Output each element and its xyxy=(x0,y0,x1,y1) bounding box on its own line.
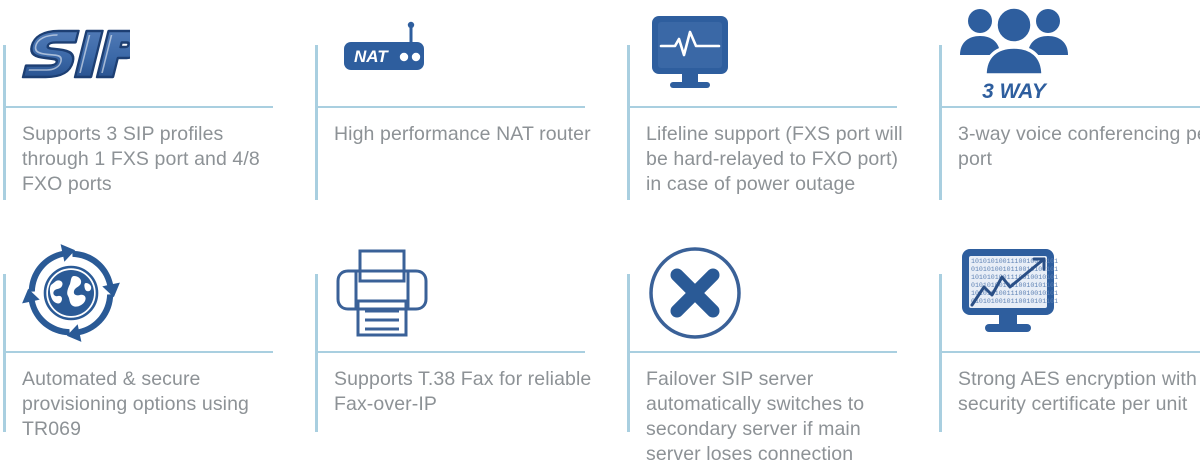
nat-router-icon: NAT xyxy=(344,21,424,70)
svg-text:NAT: NAT xyxy=(354,47,389,66)
accent-bar xyxy=(939,274,942,432)
svg-text:0101010010110010101101: 0101010010110010101101 xyxy=(971,282,1058,289)
feature-cell-fax-support: Supports T.38 Fax for reliable Fax-over-… xyxy=(312,234,624,469)
icon-area: 3 WAY xyxy=(954,0,1200,106)
lifeline-monitor-icon xyxy=(652,16,728,88)
feature-caption: Lifeline support (FXS port will be hard-… xyxy=(646,123,903,195)
icon-area xyxy=(18,0,288,106)
accent-bar xyxy=(627,45,630,200)
accent-bar xyxy=(3,45,6,200)
svg-text:1010101001110010010101: 1010101001110010010101 xyxy=(971,258,1058,265)
icon-area xyxy=(18,234,288,351)
svg-text:0101010010110010101101: 0101010010110010101101 xyxy=(971,298,1058,305)
feature-caption: Strong AES encryption with security cert… xyxy=(958,368,1197,415)
feature-caption: Failover SIP server automatically switch… xyxy=(646,368,865,465)
three-people-icon: 3 WAY xyxy=(960,5,1068,103)
binary-chart-monitor-icon: 1010101001110010010101 01010100101100101… xyxy=(962,248,1058,332)
svg-text:3 WAY: 3 WAY xyxy=(982,80,1048,103)
divider-line xyxy=(939,106,1200,108)
accent-bar xyxy=(3,274,6,432)
feature-cell-aes-encryption: 1010101001110010010101 01010100101100101… xyxy=(936,234,1200,469)
icon-area xyxy=(642,0,912,106)
divider-line xyxy=(3,351,273,353)
feature-caption: Supports T.38 Fax for reliable Fax-over-… xyxy=(334,368,592,415)
printer-fax-icon xyxy=(336,249,428,336)
icon-area xyxy=(330,234,600,351)
svg-text:0101010010110010101101: 0101010010110010101101 xyxy=(971,266,1058,273)
svg-text:1010101001110010010101: 1010101001110010010101 xyxy=(971,274,1058,281)
accent-bar xyxy=(627,274,630,432)
icon-area: 1010101001110010010101 01010100101100101… xyxy=(954,234,1200,351)
sip-logo-icon xyxy=(21,29,130,79)
feature-cell-failover-server: Failover SIP server automatically switch… xyxy=(624,234,936,469)
feature-cell-sip-profiles: Supports 3 SIP profiles through 1 FXS po… xyxy=(0,0,312,234)
feature-caption: Supports 3 SIP profiles through 1 FXS po… xyxy=(22,123,260,195)
globe-arrows-icon xyxy=(22,243,120,342)
icon-area xyxy=(642,234,912,351)
accent-bar xyxy=(315,45,318,200)
feature-caption: 3-way voice conferencing per port xyxy=(958,123,1200,170)
feature-cell-three-way-conferencing: 3 WAY 3-way voice conferencing per port xyxy=(936,0,1200,234)
divider-line xyxy=(627,351,897,353)
feature-cell-nat-router: NAT High performance NAT router xyxy=(312,0,624,234)
feature-cell-provisioning: Automated & secure provisioning options … xyxy=(0,234,312,469)
divider-line xyxy=(939,351,1200,353)
divider-line xyxy=(315,351,585,353)
feature-caption: High performance NAT router xyxy=(334,123,591,145)
accent-bar xyxy=(315,274,318,432)
divider-line xyxy=(3,106,273,108)
divider-line xyxy=(627,106,897,108)
feature-caption: Automated & secure provisioning options … xyxy=(22,368,249,440)
icon-area: NAT xyxy=(330,0,600,106)
circle-x-icon xyxy=(649,246,741,339)
divider-line xyxy=(315,106,585,108)
feature-cell-lifeline-support: Lifeline support (FXS port will be hard-… xyxy=(624,0,936,234)
accent-bar xyxy=(939,45,942,200)
svg-text:1010101001110010010101: 1010101001110010010101 xyxy=(971,290,1058,297)
